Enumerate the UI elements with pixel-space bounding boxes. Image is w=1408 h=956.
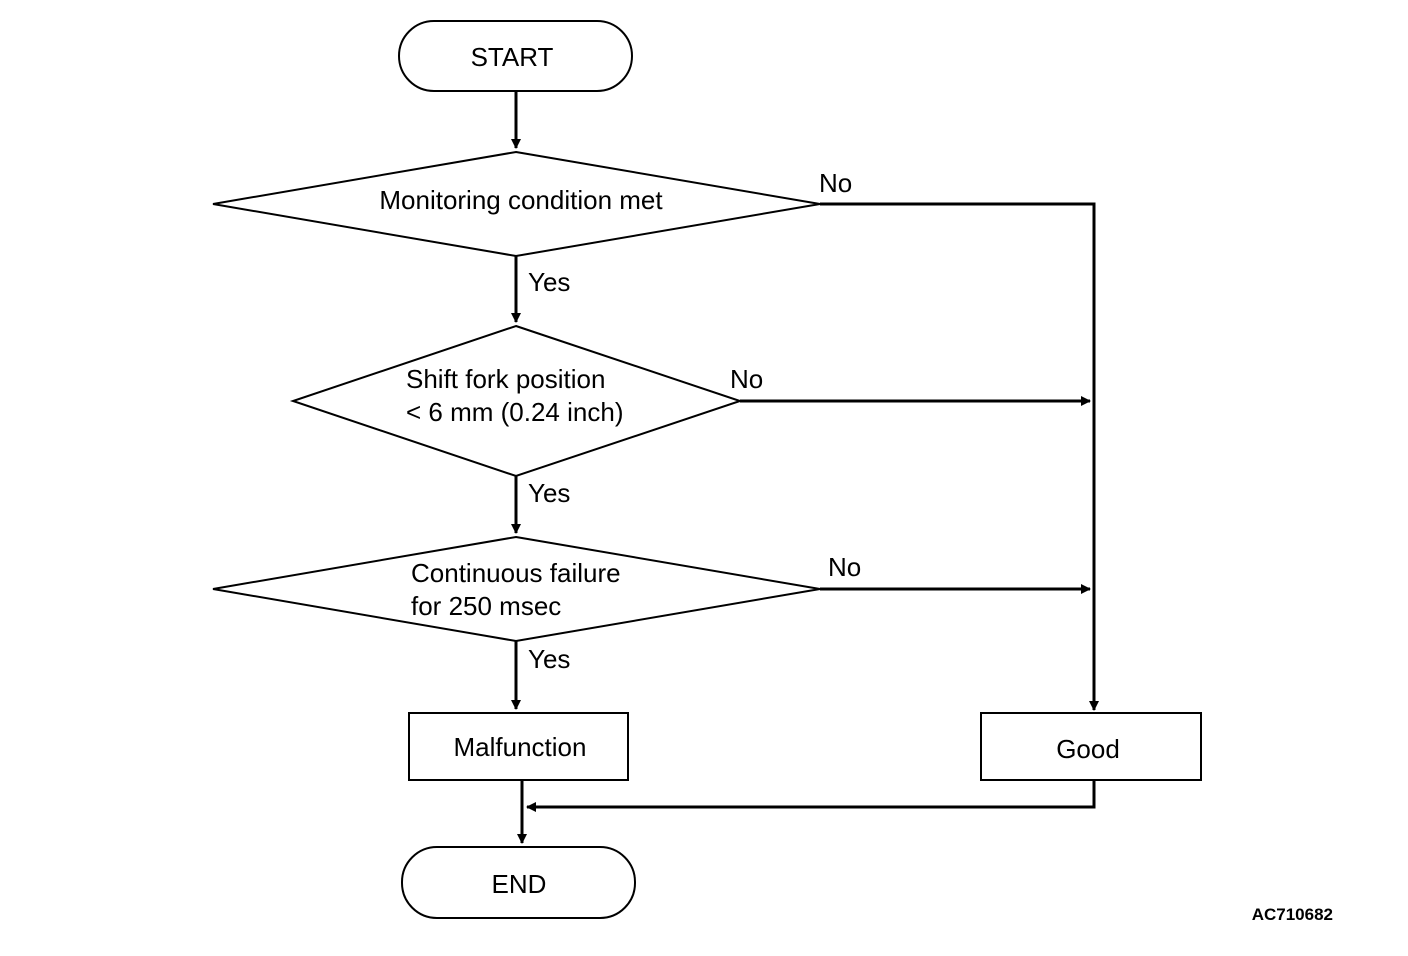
decision-continuous-failure xyxy=(212,535,821,643)
start-label: START xyxy=(471,42,554,72)
connector-good-to-end xyxy=(526,780,1096,812)
decision2-label-line1: Shift fork position xyxy=(406,364,605,394)
malfunction-box xyxy=(408,712,629,781)
connector-d1-no xyxy=(820,202,1099,711)
d1-no-label: No xyxy=(819,168,852,198)
good-label: Good xyxy=(1056,734,1120,764)
d1-yes-label: Yes xyxy=(528,267,570,297)
end-label: END xyxy=(492,869,547,899)
end-terminator xyxy=(401,846,636,919)
good-box xyxy=(980,712,1202,781)
d2-yes-label: Yes xyxy=(528,478,570,508)
decision2-label-line2: < 6 mm (0.24 inch) xyxy=(406,397,623,427)
decision1-label: Monitoring condition met xyxy=(379,185,663,215)
d3-yes-label: Yes xyxy=(528,644,570,674)
d3-no-label: No xyxy=(828,552,861,582)
figure-code: AC710682 xyxy=(1252,905,1333,924)
malfunction-label: Malfunction xyxy=(454,732,587,762)
d2-no-label: No xyxy=(730,364,763,394)
decision3-label-line2: for 250 msec xyxy=(411,591,561,621)
decision3-label-line1: Continuous failure xyxy=(411,558,621,588)
